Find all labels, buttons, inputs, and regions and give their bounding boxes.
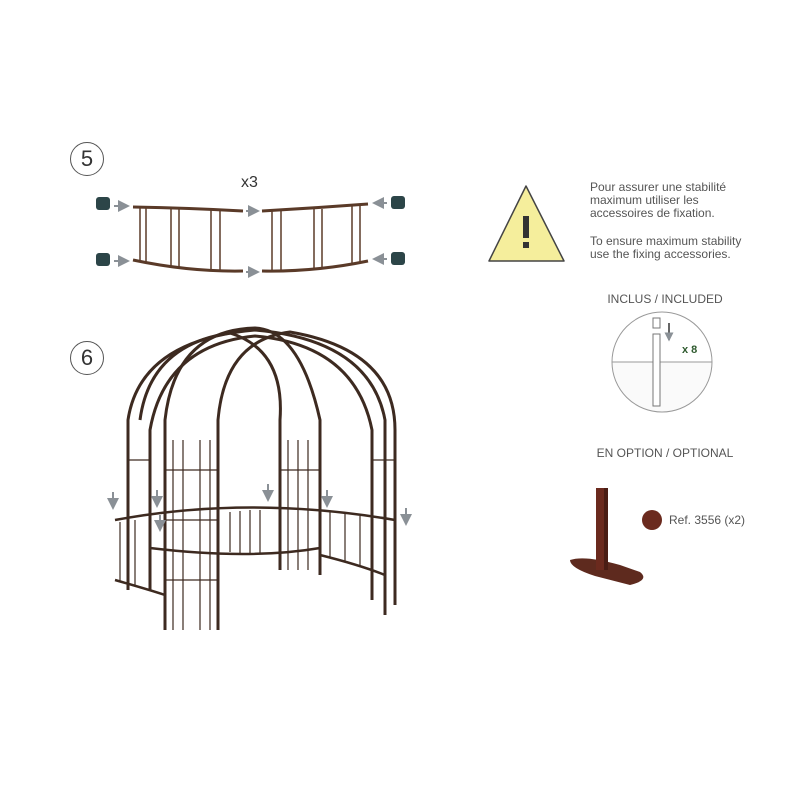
end-caps bbox=[96, 196, 405, 266]
gazebo-frame bbox=[114, 326, 397, 630]
optional-reference: Ref. 3556 (x2) bbox=[669, 513, 746, 527]
gazebo-arrows bbox=[107, 484, 412, 532]
step-5-badge: 5 bbox=[70, 142, 104, 176]
multiplier-label: x3 bbox=[241, 174, 258, 191]
warning-text-en: To ensure maximum stability use the fixi… bbox=[590, 235, 741, 261]
warning-text-fr: Pour assurer une stabilité maximum utili… bbox=[590, 181, 726, 220]
included-label: INCLUS / INCLUDED bbox=[607, 292, 723, 306]
base-plate-illustration bbox=[570, 488, 644, 585]
warning-fr-line: accessoires de fixation. bbox=[590, 206, 715, 220]
assembly-arrows bbox=[114, 197, 387, 278]
ground-spike-diagram bbox=[611, 311, 713, 413]
warning-triangle-icon bbox=[488, 185, 565, 262]
warning-fr-line: maximum utiliser les bbox=[590, 193, 699, 207]
included-quantity: x 8 bbox=[682, 344, 698, 356]
warning-fr-line: Pour assurer une stabilité bbox=[590, 180, 727, 194]
step-6-badge: 6 bbox=[70, 341, 104, 375]
optional-label: EN OPTION / OPTIONAL bbox=[596, 446, 734, 460]
warning-en-line: use the fixing accessories. bbox=[590, 247, 731, 261]
warning-en-line: To ensure maximum stability bbox=[590, 234, 742, 248]
fence-panel-left bbox=[132, 205, 244, 273]
color-swatch bbox=[642, 510, 662, 530]
fence-panel-right bbox=[261, 202, 369, 273]
